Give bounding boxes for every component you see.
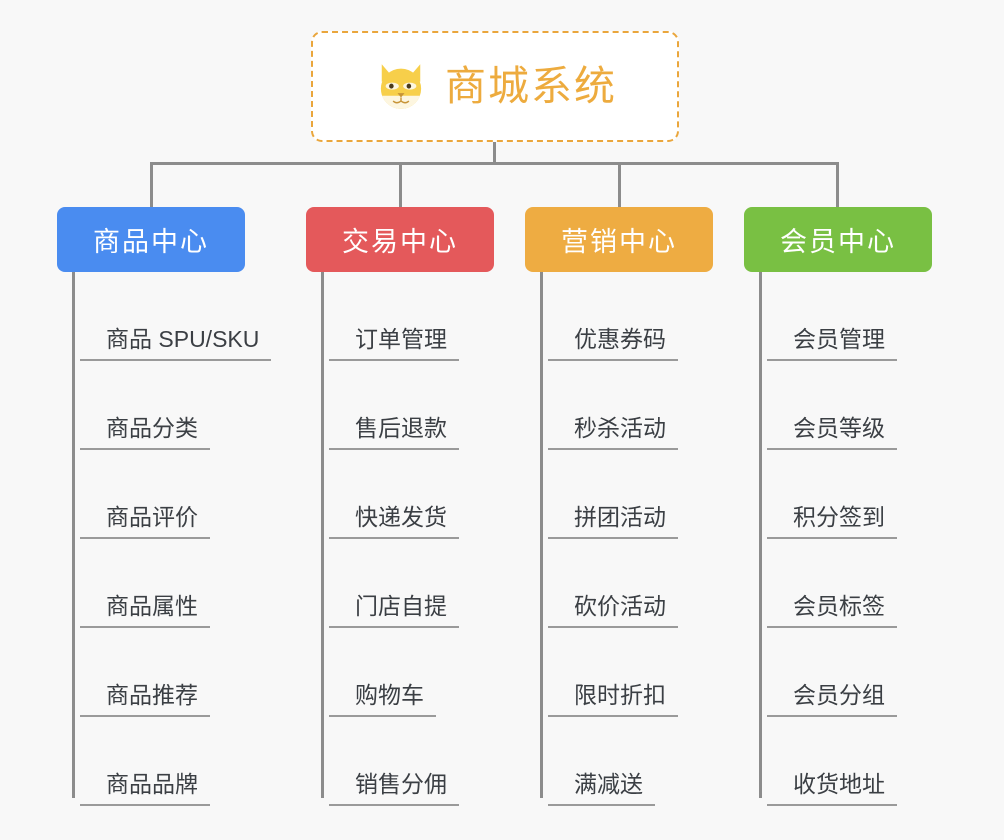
list-item[interactable]: 商品品牌	[72, 717, 245, 806]
branch-body-1: 商品 SPU/SKU 商品分类 商品评价 商品属性 商品推荐 商品品牌	[72, 272, 272, 806]
item-label: 限时折扣	[548, 682, 678, 717]
list-item[interactable]: 拼团活动	[540, 450, 713, 539]
list-item[interactable]: 会员管理	[759, 272, 932, 361]
list-item[interactable]: 积分签到	[759, 450, 932, 539]
list-item[interactable]: 购物车	[321, 628, 494, 717]
list-item[interactable]: 秒杀活动	[540, 361, 713, 450]
list-item[interactable]: 砍价活动	[540, 539, 713, 628]
connector-root-stem	[493, 142, 496, 164]
item-label: 商品推荐	[80, 682, 210, 717]
branch-body-4: 会员管理 会员等级 积分签到 会员标签 会员分组 收货地址	[759, 272, 932, 806]
item-label: 砍价活动	[548, 593, 678, 628]
root-node[interactable]: 商城系统	[311, 31, 679, 142]
item-label: 会员分组	[767, 682, 897, 717]
list-item[interactable]: 快递发货	[321, 450, 494, 539]
item-label: 售后退款	[329, 415, 459, 450]
connector-drop-4	[836, 162, 839, 207]
item-label: 满减送	[548, 771, 655, 806]
branch-header-3[interactable]: 营销中心	[525, 207, 713, 272]
item-label: 会员管理	[767, 326, 897, 361]
item-label: 会员标签	[767, 593, 897, 628]
branch-header-4[interactable]: 会员中心	[744, 207, 932, 272]
branch-item-list-1: 商品 SPU/SKU 商品分类 商品评价 商品属性 商品推荐 商品品牌	[72, 272, 272, 806]
branch-title-4: 会员中心	[780, 227, 896, 257]
list-item[interactable]: 销售分佣	[321, 717, 494, 806]
list-item[interactable]: 售后退款	[321, 361, 494, 450]
item-label: 秒杀活动	[548, 415, 678, 450]
item-label: 销售分佣	[329, 771, 459, 806]
list-item[interactable]: 会员标签	[759, 539, 932, 628]
item-label: 收货地址	[767, 771, 897, 806]
item-label: 拼团活动	[548, 504, 678, 539]
branch-交易中心: 交易中心 订单管理 售后退款 快递发货 门店自提 购物车 销售分佣	[306, 207, 494, 806]
branch-会员中心: 会员中心 会员管理 会员等级 积分签到 会员标签 会员分组 收货地址	[744, 207, 932, 806]
item-label: 商品 SPU/SKU	[80, 326, 272, 361]
branch-商品中心: 商品中心 商品 SPU/SKU 商品分类 商品评价 商品属性 商品推荐 商品品牌	[57, 207, 272, 806]
branch-item-list-4: 会员管理 会员等级 积分签到 会员标签 会员分组 收货地址	[759, 272, 932, 806]
branch-header-2[interactable]: 交易中心	[306, 207, 494, 272]
branch-header-1[interactable]: 商品中心	[57, 207, 245, 272]
root-title: 商城系统	[445, 63, 617, 109]
branch-营销中心: 营销中心 优惠券码 秒杀活动 拼团活动 砍价活动 限时折扣 满减送	[525, 207, 713, 806]
item-label: 购物车	[329, 682, 436, 717]
branch-body-2: 订单管理 售后退款 快递发货 门店自提 购物车 销售分佣	[321, 272, 494, 806]
item-label: 商品品牌	[80, 771, 210, 806]
list-item[interactable]: 商品推荐	[72, 628, 245, 717]
item-label: 商品分类	[80, 415, 210, 450]
item-label: 商品属性	[80, 593, 210, 628]
item-label: 门店自提	[329, 593, 459, 628]
branch-spine-4	[759, 272, 762, 798]
list-item[interactable]: 商品评价	[72, 450, 245, 539]
connector-drop-3	[618, 162, 621, 207]
branch-item-list-2: 订单管理 售后退款 快递发货 门店自提 购物车 销售分佣	[321, 272, 494, 806]
list-item[interactable]: 商品分类	[72, 361, 245, 450]
connector-bus	[150, 162, 839, 165]
item-label: 商品评价	[80, 504, 210, 539]
list-item[interactable]: 订单管理	[321, 272, 494, 361]
branch-title-3: 营销中心	[561, 227, 677, 257]
list-item[interactable]: 门店自提	[321, 539, 494, 628]
list-item[interactable]: 满减送	[540, 717, 713, 806]
list-item[interactable]: 商品属性	[72, 539, 245, 628]
branch-spine-3	[540, 272, 543, 798]
list-item[interactable]: 商品 SPU/SKU	[72, 272, 272, 361]
list-item[interactable]: 会员分组	[759, 628, 932, 717]
branch-spine-1	[72, 272, 75, 798]
item-label: 会员等级	[767, 415, 897, 450]
item-label: 快递发货	[329, 504, 459, 539]
branch-title-1: 商品中心	[93, 227, 209, 257]
connector-drop-2	[399, 162, 402, 207]
item-label: 积分签到	[767, 504, 897, 539]
list-item[interactable]: 优惠券码	[540, 272, 713, 361]
list-item[interactable]: 会员等级	[759, 361, 932, 450]
connector-drop-1	[150, 162, 153, 207]
branch-title-2: 交易中心	[342, 227, 458, 257]
item-label: 优惠券码	[548, 326, 678, 361]
shiba-dog-face-icon	[380, 63, 422, 109]
list-item[interactable]: 限时折扣	[540, 628, 713, 717]
branch-item-list-3: 优惠券码 秒杀活动 拼团活动 砍价活动 限时折扣 满减送	[540, 272, 713, 806]
branch-body-3: 优惠券码 秒杀活动 拼团活动 砍价活动 限时折扣 满减送	[540, 272, 713, 806]
item-label: 订单管理	[329, 326, 459, 361]
branch-spine-2	[321, 272, 324, 798]
list-item[interactable]: 收货地址	[759, 717, 932, 806]
